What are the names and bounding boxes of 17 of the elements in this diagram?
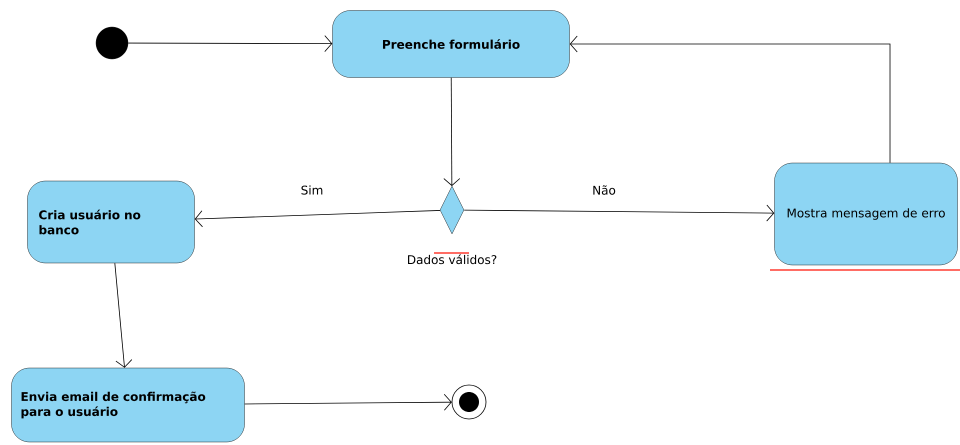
start-node (96, 26, 128, 60)
activity-box: Preenche formulário (332, 10, 570, 78)
edge-label: Não (591, 184, 617, 196)
arrow (443, 77, 460, 186)
arrow (570, 36, 890, 164)
caption-text: Dados válidos? (408, 254, 496, 264)
arrow (244, 394, 452, 411)
activity-box: Envia email de confirmação para o usuário (11, 368, 245, 442)
edge-label: Sim (300, 184, 324, 196)
arrow (128, 35, 332, 52)
arrow (194, 210, 440, 228)
end-node (452, 384, 486, 420)
decision-diamond (440, 186, 464, 234)
activity-box: Cria usuário no banco (27, 180, 195, 264)
activity-box: Mostra mensagem de erro (774, 162, 958, 266)
arrow (464, 204, 774, 222)
arrow (114, 262, 132, 368)
